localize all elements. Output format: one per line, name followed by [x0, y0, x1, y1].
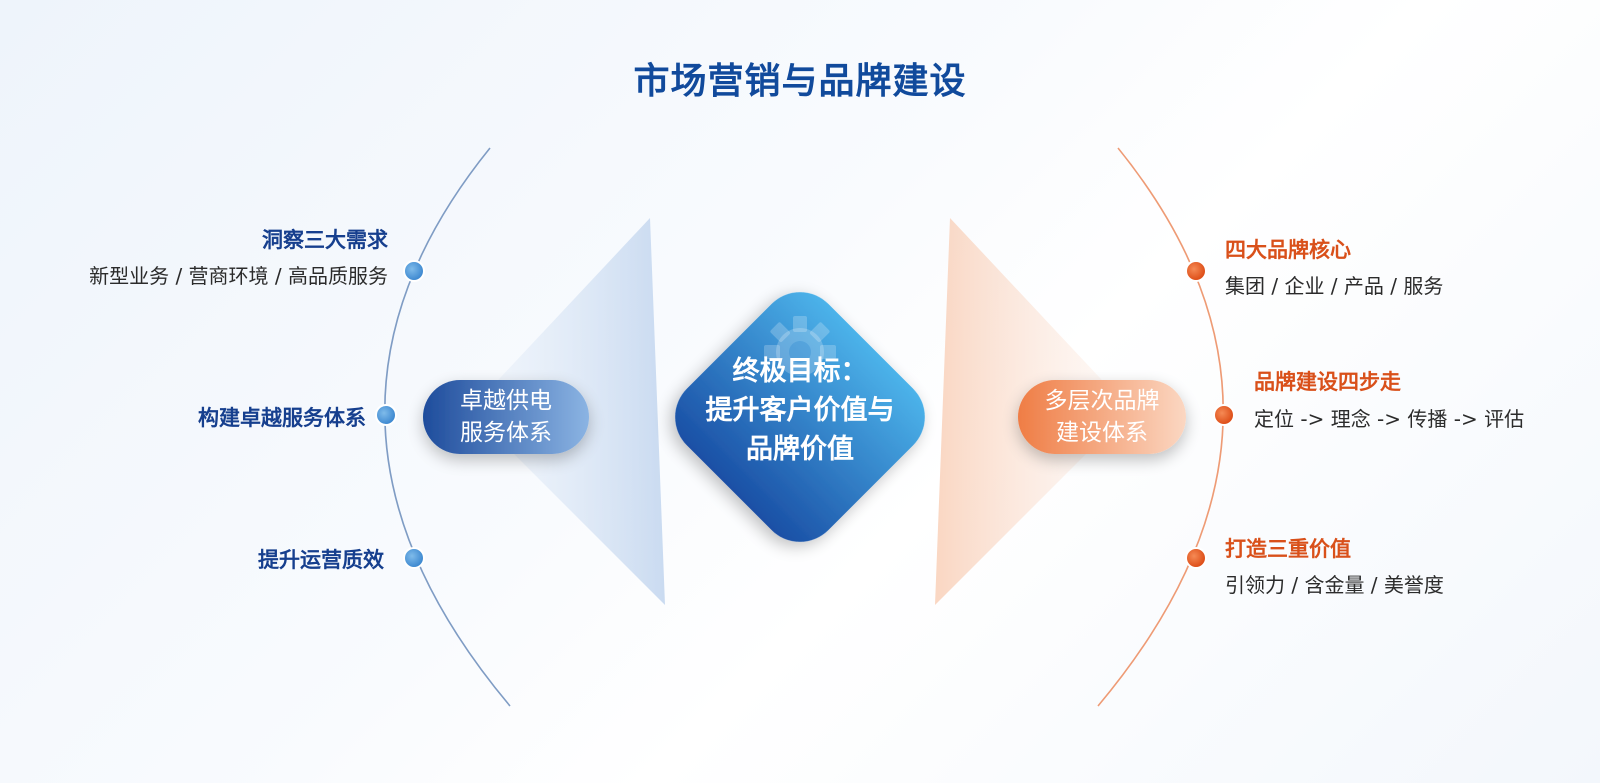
right-node-dot-1 [1185, 260, 1207, 282]
right-node-dot-3 [1185, 547, 1207, 569]
gear-icon [764, 316, 836, 376]
left-pill-line-2: 服务体系 [460, 420, 552, 446]
right-pill-line-1: 多层次品牌 [1044, 388, 1160, 414]
left-node-sub-1: 新型业务 / 营商环境 / 高品质服务 [89, 264, 388, 288]
right-node-sub-1: 集团 / 企业 / 产品 / 服务 [1225, 274, 1444, 298]
left-node-dot-2 [375, 404, 397, 426]
right-node-dot-2 [1213, 404, 1235, 426]
right-pill-shape [1018, 380, 1186, 454]
right-pill-text: 多层次品牌 建设体系 [1018, 385, 1186, 449]
left-pill-text: 卓越供电 服务体系 [423, 385, 589, 449]
center-diamond [675, 292, 925, 542]
left-node-dot-1 [403, 260, 425, 282]
left-node-label-2: 构建卓越服务体系 [198, 406, 366, 430]
right-node-sub-2: 定位 -> 理念 -> 传播 -> 评估 [1254, 407, 1525, 431]
left-pill-line-1: 卓越供电 [460, 388, 552, 414]
right-node-label-1: 四大品牌核心 [1225, 238, 1351, 262]
left-node-dot-3 [403, 547, 425, 569]
left-node-label-1: 洞察三大需求 [262, 228, 388, 252]
center-goal-line-1: 终极目标： [732, 356, 868, 387]
center-goal-line-2: 提升客户价值与 [705, 395, 895, 426]
center-goal-text: 终极目标： 提升客户价值与 品牌价值 [660, 352, 940, 469]
left-node-label-3: 提升运营质效 [258, 548, 384, 572]
right-pill-line-2: 建设体系 [1056, 420, 1148, 446]
right-node-label-3: 打造三重价值 [1225, 537, 1351, 561]
center-goal-line-3: 品牌价值 [746, 434, 854, 465]
page-title: 市场营销与品牌建设 [633, 61, 967, 102]
right-node-label-2: 品牌建设四步走 [1254, 370, 1401, 394]
right-node-sub-3: 引领力 / 含金量 / 美誉度 [1225, 573, 1444, 597]
left-pill-shape [423, 380, 589, 454]
